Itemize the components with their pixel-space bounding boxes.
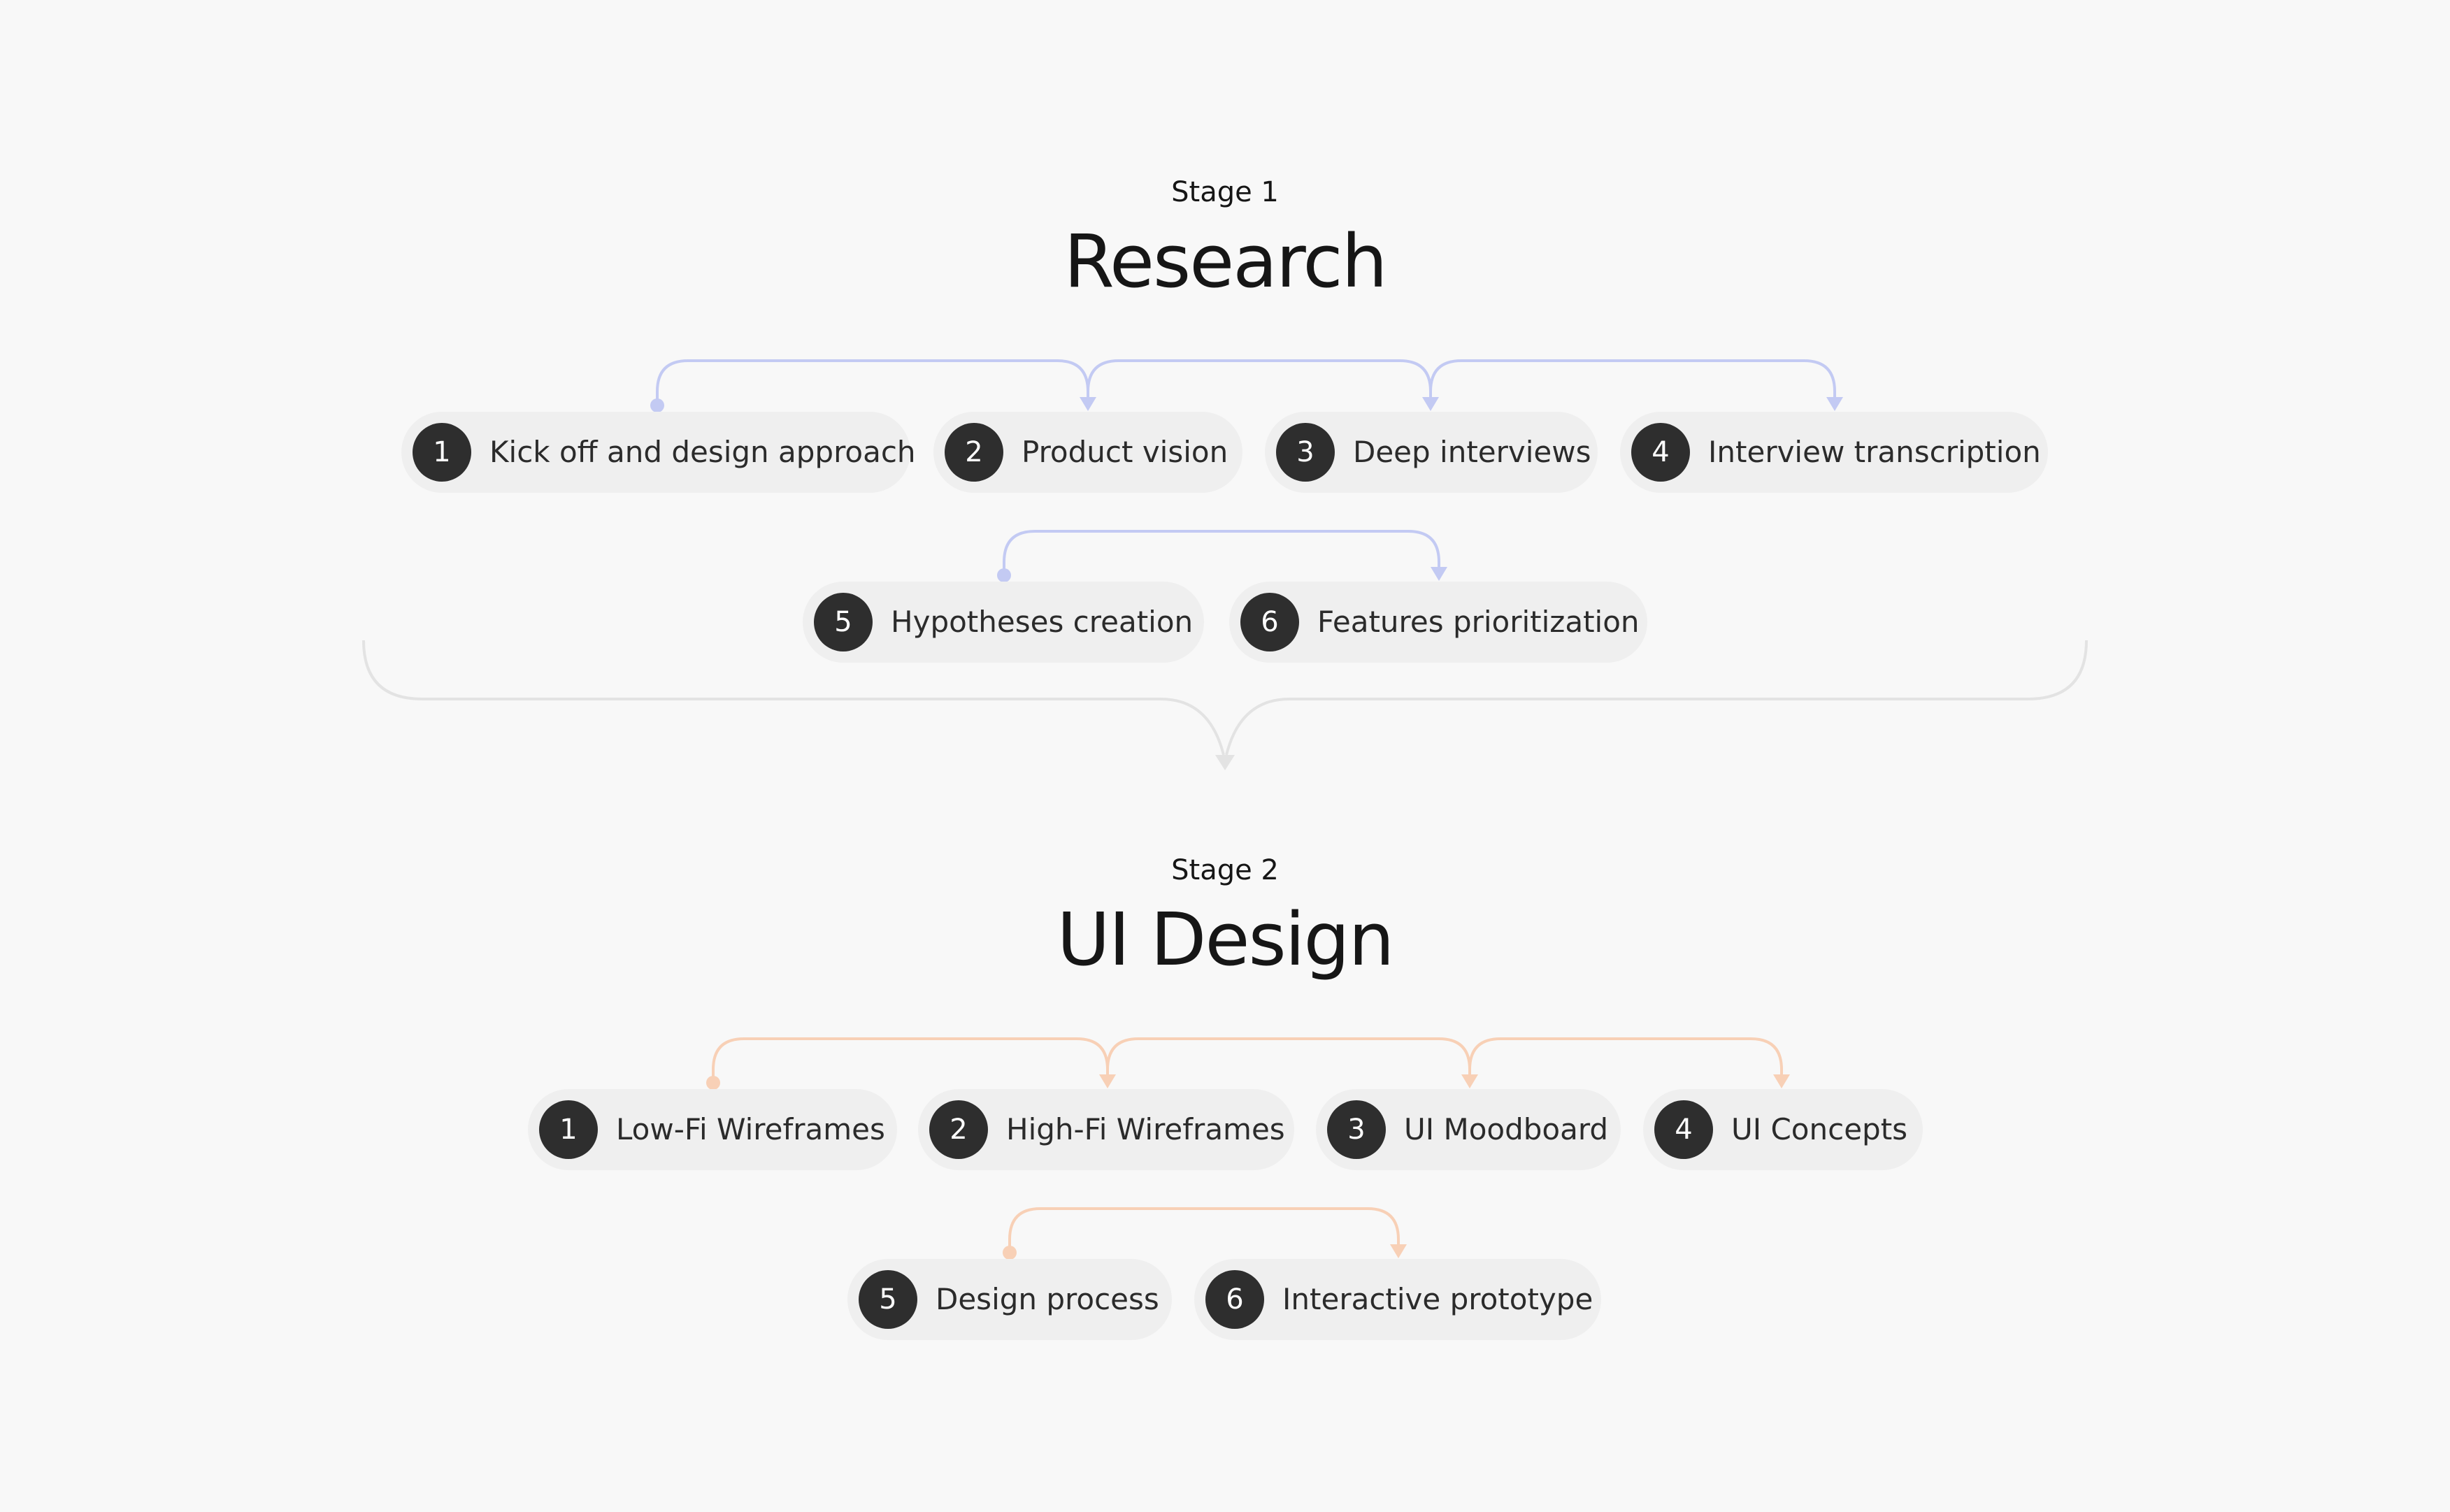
stage1-row1-connectors bbox=[656, 359, 1836, 405]
step-label: Interview transcription bbox=[1708, 435, 2041, 469]
step-label: Features prioritization bbox=[1317, 605, 1640, 639]
research-step-2: 2 Product vision bbox=[933, 412, 1242, 493]
research-step-4: 4 Interview transcription bbox=[1620, 412, 2048, 493]
step-number-badge: 6 bbox=[1240, 593, 1299, 651]
stage-1-title: Research bbox=[1063, 219, 1387, 304]
arrow-head bbox=[1390, 1244, 1407, 1258]
step-number-badge: 2 bbox=[945, 423, 1003, 482]
ui-design-step-2: 2 High-Fi Wireframes bbox=[918, 1089, 1294, 1170]
step-number-badge: 2 bbox=[929, 1100, 988, 1159]
ui-design-step-5: 5 Design process bbox=[847, 1259, 1172, 1340]
stage-1-label: Stage 1 bbox=[1171, 176, 1279, 208]
stage-link-bracket bbox=[362, 640, 2088, 756]
step-number-badge: 3 bbox=[1327, 1100, 1386, 1159]
step-label: UI Concepts bbox=[1731, 1112, 1908, 1146]
step-label: Deep interviews bbox=[1353, 435, 1591, 469]
research-step-1: 1 Kick off and design approach bbox=[401, 412, 916, 493]
stage-2-title: UI Design bbox=[1056, 897, 1395, 982]
step-label: Hypotheses creation bbox=[891, 605, 1194, 639]
arrow-head bbox=[1422, 397, 1439, 411]
step-label: Low-Fi Wireframes bbox=[616, 1112, 885, 1146]
research-step-3: 3 Deep interviews bbox=[1265, 412, 1598, 493]
step-number-badge: 5 bbox=[814, 593, 873, 651]
arrow-head bbox=[1099, 1074, 1116, 1088]
ui-design-step-6: 6 Interactive prototype bbox=[1194, 1259, 1601, 1340]
step-number-badge: 4 bbox=[1654, 1100, 1713, 1159]
ui-design-step-1: 1 Low-Fi Wireframes bbox=[528, 1089, 897, 1170]
step-label: UI Moodboard bbox=[1404, 1112, 1609, 1146]
research-step-6: 6 Features prioritization bbox=[1229, 582, 1647, 663]
step-number-badge: 3 bbox=[1276, 423, 1335, 482]
arrow-head bbox=[1431, 567, 1447, 581]
step-label: Product vision bbox=[1022, 435, 1228, 469]
stage-2-label: Stage 2 bbox=[1171, 854, 1279, 886]
arrow-head bbox=[1080, 397, 1096, 411]
step-number-badge: 6 bbox=[1205, 1270, 1264, 1329]
connector-start-dot bbox=[706, 1076, 720, 1090]
stage2-row2-connectors bbox=[1008, 1207, 1400, 1253]
step-label: Design process bbox=[936, 1282, 1159, 1316]
ui-design-step-4: 4 UI Concepts bbox=[1643, 1089, 1923, 1170]
step-number-badge: 1 bbox=[413, 423, 471, 482]
connector-start-dot bbox=[1003, 1246, 1017, 1260]
step-number-badge: 1 bbox=[539, 1100, 598, 1159]
ui-design-step-3: 3 UI Moodboard bbox=[1316, 1089, 1621, 1170]
arrow-head bbox=[1773, 1074, 1790, 1088]
stage2-row2-markers bbox=[1003, 1244, 1407, 1260]
research-step-5: 5 Hypotheses creation bbox=[803, 582, 1204, 663]
step-label: High-Fi Wireframes bbox=[1006, 1112, 1285, 1146]
step-number-badge: 5 bbox=[859, 1270, 917, 1329]
step-label: Interactive prototype bbox=[1282, 1282, 1593, 1316]
connector-start-dot bbox=[997, 568, 1011, 582]
step-number-badge: 4 bbox=[1631, 423, 1690, 482]
stage2-row1-markers bbox=[706, 1074, 1790, 1090]
stage-link-arrow bbox=[1215, 755, 1235, 770]
stage1-row2-markers bbox=[997, 567, 1447, 582]
step-label: Kick off and design approach bbox=[489, 435, 916, 469]
arrow-head bbox=[1461, 1074, 1478, 1088]
stage2-row1-connectors bbox=[712, 1037, 1783, 1083]
arrow-head bbox=[1826, 397, 1843, 411]
stage1-row1-markers bbox=[650, 397, 1843, 412]
stage1-row2-connectors bbox=[1003, 530, 1440, 575]
connector-start-dot bbox=[650, 398, 664, 412]
